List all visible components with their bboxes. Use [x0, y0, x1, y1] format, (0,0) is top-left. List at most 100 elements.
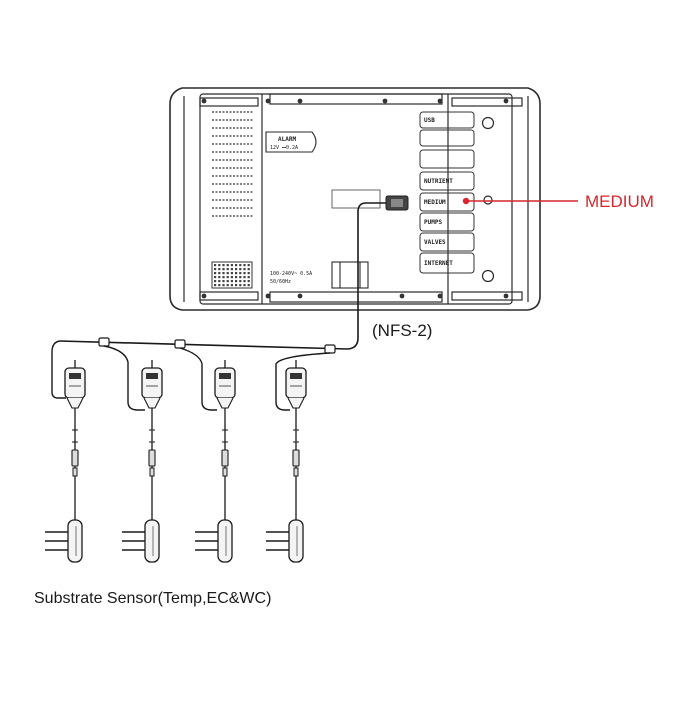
- mount-hole: [481, 116, 495, 130]
- vent-hole: [243, 264, 246, 267]
- substrate-sensor: [195, 360, 236, 563]
- bottom-ledge: [269, 291, 443, 303]
- inline-connector: [292, 449, 300, 467]
- vent-hole: [226, 276, 229, 279]
- substrate-sensor: [266, 360, 307, 563]
- vent-hole: [239, 264, 242, 267]
- vent-hole: [243, 272, 246, 275]
- alarm-label: ALARM: [278, 136, 296, 143]
- vent-hole: [235, 272, 238, 275]
- screw: [399, 293, 405, 299]
- port-slot: [419, 129, 475, 147]
- main-cable: [59, 202, 386, 350]
- vent-slots: [212, 111, 254, 217]
- vent-hole: [230, 280, 233, 283]
- sensor-display: [69, 373, 81, 379]
- vent-hole: [214, 276, 217, 279]
- vent-hole: [247, 264, 250, 267]
- bottom-right-tab: [451, 291, 523, 301]
- vent-hole: [218, 264, 221, 267]
- vent-hole: [235, 276, 238, 279]
- port-slot: [419, 232, 475, 252]
- sensor-taper: [143, 397, 161, 409]
- vent-hole: [239, 280, 242, 283]
- vent-grid-frame: [211, 261, 253, 289]
- vent-hole: [239, 284, 242, 287]
- port-slot: [419, 252, 475, 274]
- medium-plug: [385, 195, 409, 211]
- power-spec-line1: 100-240V~ 0.5A: [270, 271, 312, 277]
- screw: [382, 98, 388, 104]
- vent-hole: [239, 272, 242, 275]
- sensor-module: [141, 367, 163, 399]
- alarm-spec: 12V ⎓0.2A: [270, 145, 298, 151]
- probe-head: [217, 519, 233, 563]
- probe-head: [67, 519, 83, 563]
- screw: [297, 98, 303, 104]
- port-slot: [419, 171, 475, 191]
- top-right-tab: [451, 97, 523, 107]
- port-slot: [419, 192, 475, 212]
- sensor-taper: [66, 397, 84, 409]
- branch-cable: [179, 347, 217, 411]
- cable-splice: [174, 339, 186, 349]
- screw: [437, 98, 443, 104]
- vent-hole: [218, 276, 221, 279]
- vent-hole: [218, 280, 221, 283]
- callout-label: MEDIUM: [585, 192, 654, 211]
- bus-drop-line: [51, 340, 66, 399]
- vent-hole: [230, 284, 233, 287]
- label-window: [331, 189, 381, 209]
- inline-connector-tip: [72, 467, 78, 477]
- vent-hole: [243, 280, 246, 283]
- vent-hole: [230, 276, 233, 279]
- port-label: PUMPS: [424, 219, 442, 226]
- vent-hole: [214, 264, 217, 267]
- sensor-module: [64, 367, 86, 399]
- vent-hole: [230, 268, 233, 271]
- vent-hole: [247, 276, 250, 279]
- vent-hole: [235, 268, 238, 271]
- vent-hole: [243, 268, 246, 271]
- vent-hole: [247, 280, 250, 283]
- power-spec-line2: 50/60Hz: [270, 279, 291, 285]
- plug-face: [391, 199, 403, 207]
- vent-hole: [247, 268, 250, 271]
- vent-hole: [230, 272, 233, 275]
- alarm-plate: ALARM 12V ⎓0.2A: [265, 131, 317, 153]
- mount-hole: [483, 195, 493, 205]
- vent-hole: [239, 268, 242, 271]
- inline-connector: [221, 449, 229, 467]
- screw: [297, 293, 303, 299]
- vent-hole: [226, 272, 229, 275]
- substrate-sensor: [45, 360, 86, 563]
- branch-cable: [103, 345, 145, 411]
- vent-hole: [235, 264, 238, 267]
- port-label: VALVES: [424, 239, 446, 246]
- vent-hole: [235, 280, 238, 283]
- probe-head: [288, 519, 304, 563]
- vent-hole: [222, 284, 225, 287]
- mount-hole: [481, 269, 495, 283]
- vent-hole: [222, 280, 225, 283]
- mount-holes: [481, 116, 495, 283]
- screws: [201, 98, 509, 299]
- vent-hole: [222, 272, 225, 275]
- vent-hole: [214, 284, 217, 287]
- screw: [201, 98, 207, 104]
- vent-hole: [226, 284, 229, 287]
- vent-hole: [222, 276, 225, 279]
- vent-hole: [243, 276, 246, 279]
- cable-label: (NFS-2): [372, 321, 432, 340]
- inline-connector-tip: [293, 467, 299, 477]
- port-label: NUTRIENT: [424, 178, 453, 185]
- sensor-module: [285, 367, 307, 399]
- vent-grid: [211, 261, 253, 289]
- screw: [437, 293, 443, 299]
- top-ledge: [269, 93, 443, 105]
- screw: [201, 293, 207, 299]
- cable-splice: [324, 344, 336, 354]
- port-label: INTERNET: [424, 260, 453, 267]
- vent-hole: [214, 268, 217, 271]
